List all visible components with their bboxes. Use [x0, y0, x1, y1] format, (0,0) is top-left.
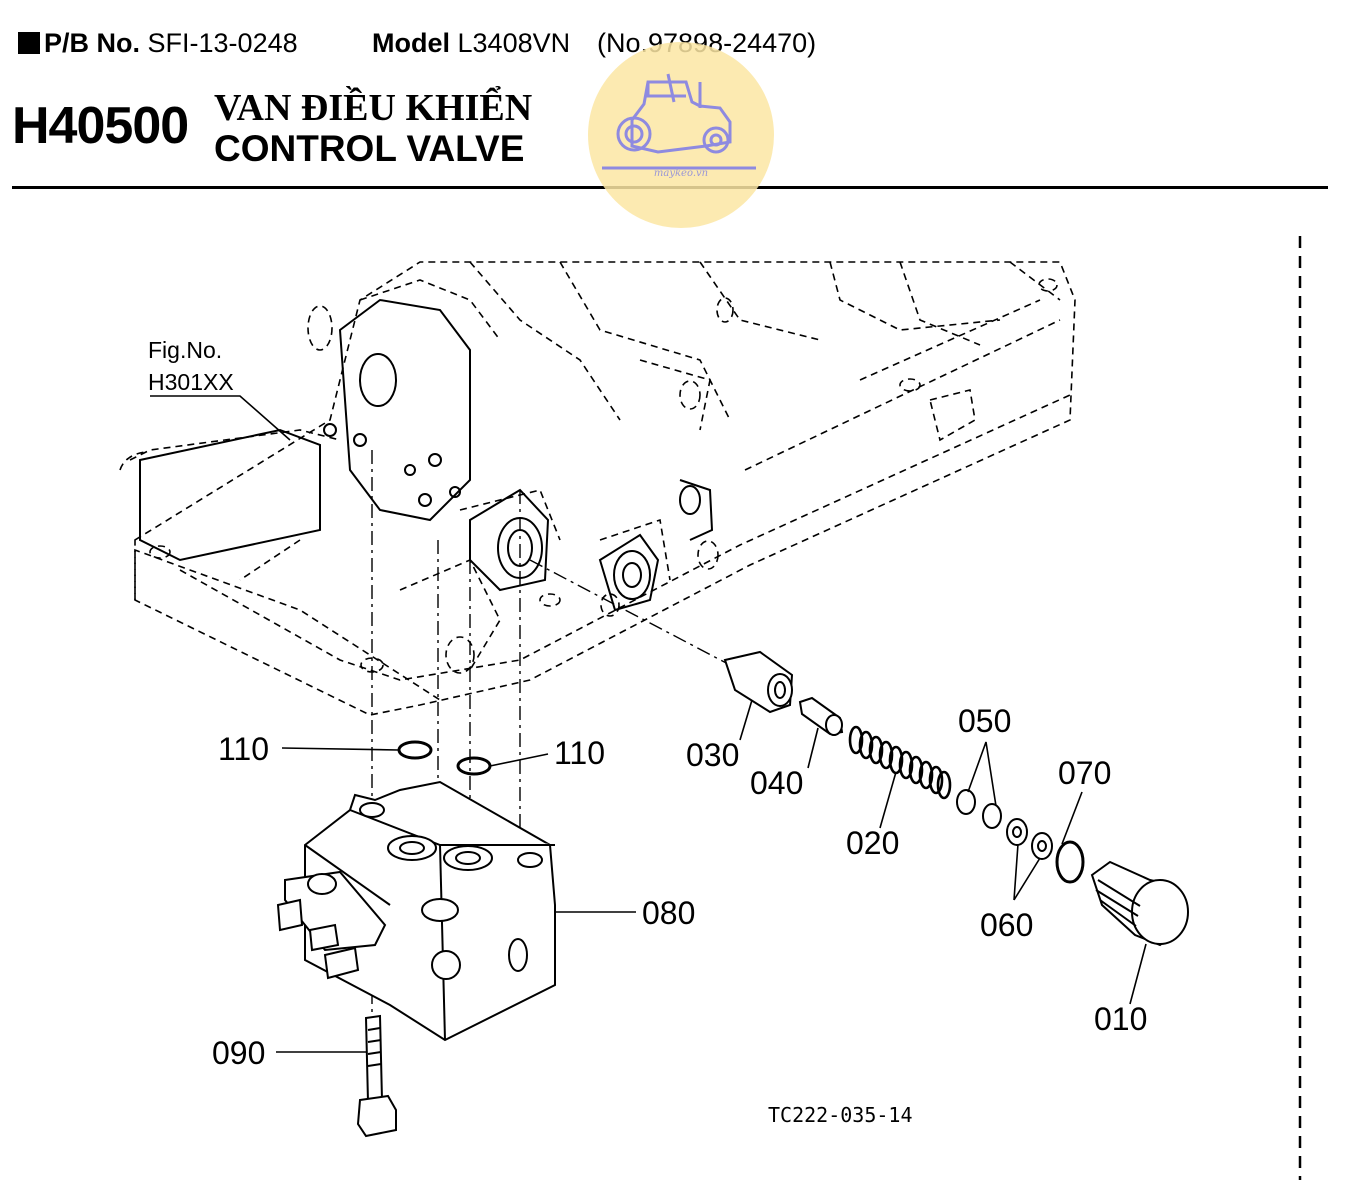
transmission-housing [119, 261, 1076, 716]
part-label-090: 090 [212, 1035, 265, 1071]
model: Model L3408VN [372, 28, 570, 59]
leader-lines [150, 395, 1147, 1053]
shim-050-a [956, 789, 976, 815]
valve-body-080 [276, 780, 556, 1042]
part-label-080: 080 [642, 895, 695, 931]
drawing-code: TC222-035-14 [768, 1103, 913, 1127]
part-label-110-left: 110 [218, 731, 269, 767]
pb-label: P/B No. [44, 28, 141, 58]
title-vietnamese: VAN ĐIỀU KHIỂN [214, 87, 533, 129]
o-ring-110-right [456, 756, 492, 776]
bolt-090 [356, 1014, 397, 1138]
shim-050-b [982, 803, 1002, 829]
part-label-110-right: 110 [554, 735, 605, 771]
part-label-050: 050 [958, 703, 1011, 739]
pb-number: P/B No. SFI-13-0248 [18, 28, 298, 59]
pb-value: SFI-13-0248 [147, 28, 298, 58]
washer-060-a [1006, 818, 1028, 846]
watermark-circle [588, 42, 774, 228]
washer-060-b [1031, 832, 1053, 860]
model-label: Model [372, 28, 450, 58]
watermark-text: maykeo.vn [654, 168, 708, 179]
plug-010 [1090, 860, 1189, 947]
model-value: L3408VN [457, 28, 571, 58]
part-label-060: 060 [980, 907, 1033, 943]
part-label-010: 010 [1094, 1001, 1147, 1037]
part-label-070: 070 [1058, 755, 1111, 791]
spring-020 [848, 725, 952, 800]
watermark-logo: maykeo.vn [588, 42, 774, 228]
part-label-040: 040 [750, 765, 803, 801]
square-bullet-icon [18, 32, 40, 54]
o-ring-110-left [397, 740, 433, 760]
figure-ref-number: H301XX [148, 369, 234, 395]
tractor-icon [602, 73, 756, 170]
section-code: H40500 [12, 97, 189, 155]
valve-bosses [139, 298, 714, 612]
poppet-040 [798, 696, 844, 736]
plug-030 [723, 650, 794, 714]
part-label-020: 020 [846, 825, 899, 861]
part-label-030: 030 [686, 737, 739, 773]
figure-ref-label: Fig.No. [148, 337, 222, 363]
title-english: CONTROL VALVE [214, 128, 525, 169]
o-ring-070 [1055, 840, 1085, 884]
